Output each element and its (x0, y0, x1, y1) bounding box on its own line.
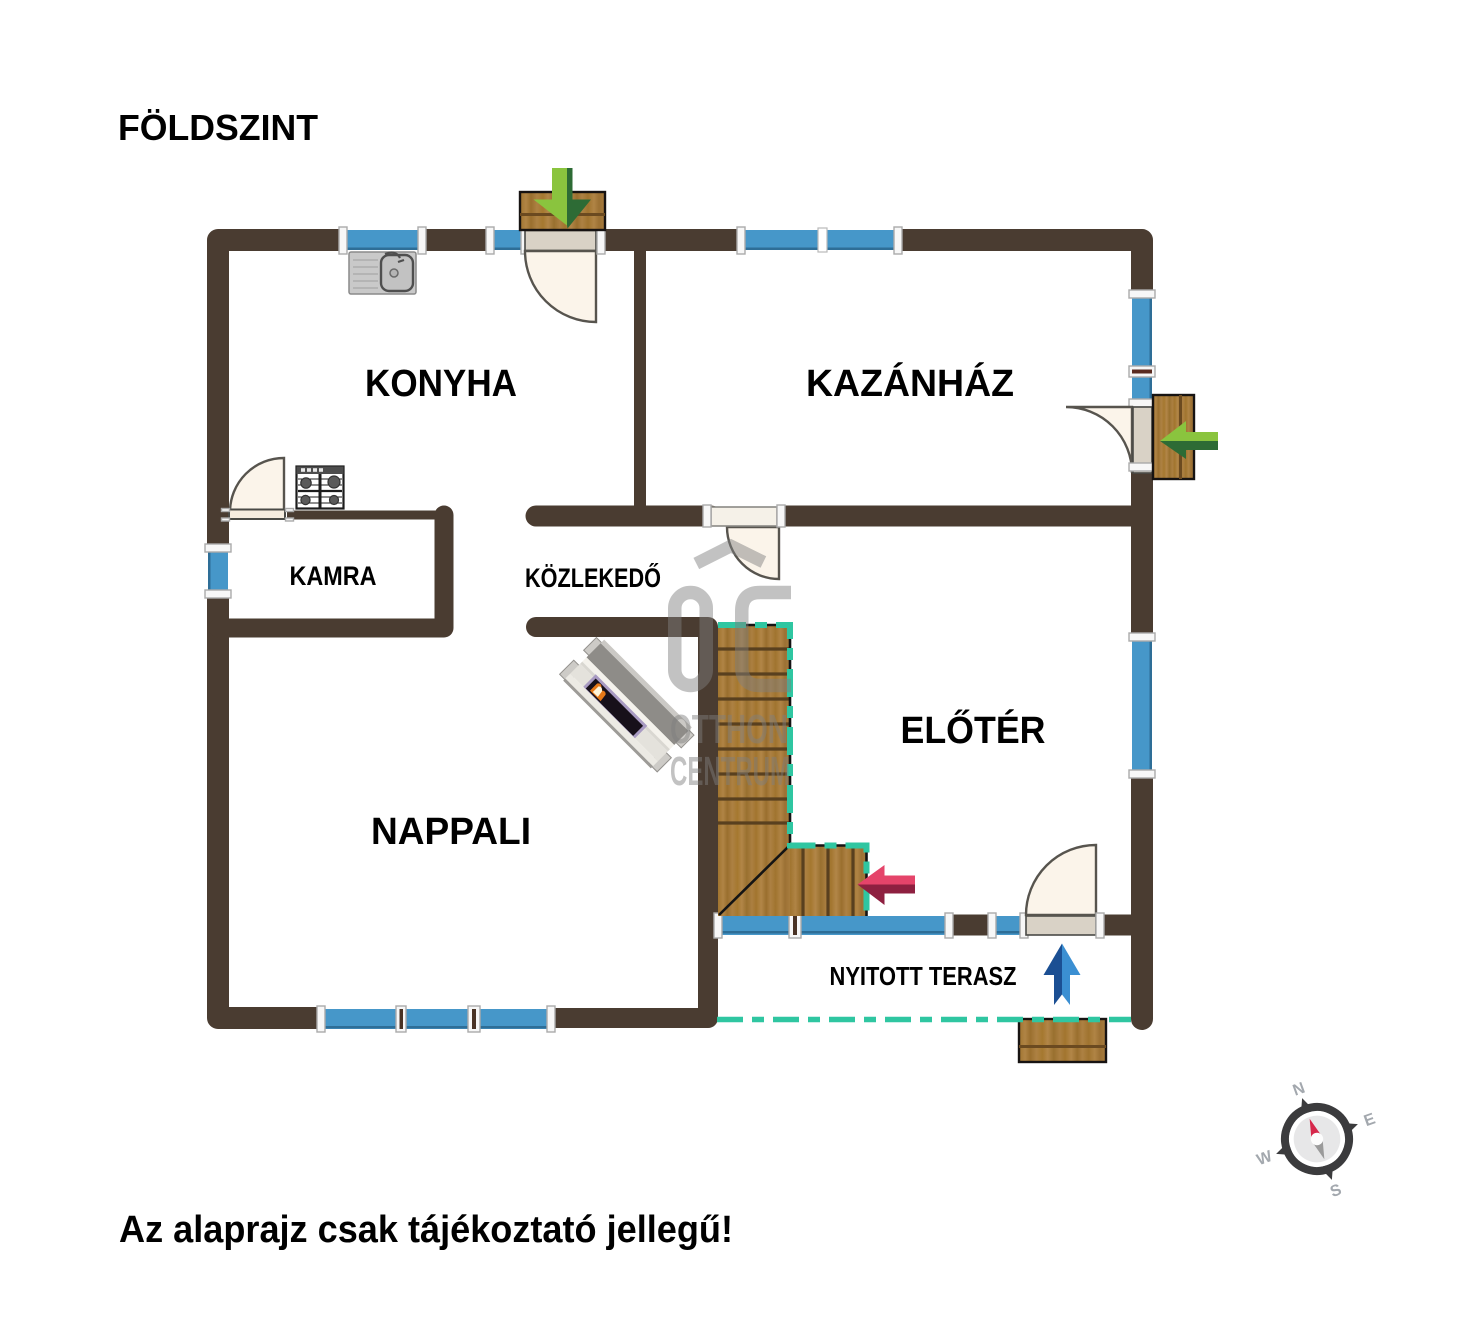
svg-text:OTTHON: OTTHON (670, 706, 788, 752)
svg-text:NYITOTT TERASZ: NYITOTT TERASZ (830, 961, 1017, 991)
svg-text:N: N (1291, 1080, 1308, 1100)
svg-text:CENTRUM: CENTRUM (670, 748, 790, 794)
svg-text:Az alaprajz csak tájékoztató j: Az alaprajz csak tájékoztató jellegű! (119, 1209, 733, 1251)
svg-text:KAMRA: KAMRA (290, 561, 377, 591)
svg-text:W: W (1255, 1148, 1276, 1169)
svg-text:FÖLDSZINT: FÖLDSZINT (118, 107, 318, 148)
svg-text:KAZÁNHÁZ: KAZÁNHÁZ (806, 361, 1014, 405)
svg-text:NAPPALI: NAPPALI (371, 811, 531, 853)
svg-text:ELŐTÉR: ELŐTÉR (901, 708, 1046, 752)
svg-text:KONYHA: KONYHA (365, 363, 517, 405)
svg-text:KÖZLEKEDŐ: KÖZLEKEDŐ (525, 562, 661, 593)
